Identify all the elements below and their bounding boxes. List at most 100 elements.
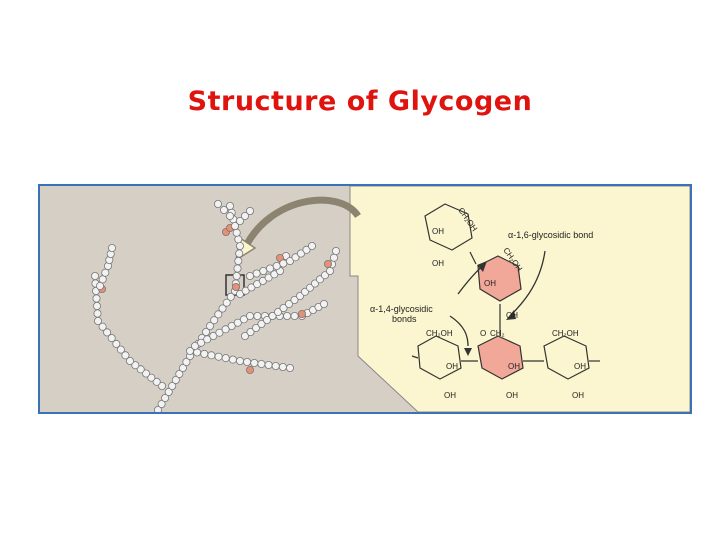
glucose-residue: [310, 279, 319, 288]
glucose-residue: [94, 316, 103, 325]
glucose-residue: [171, 375, 180, 384]
oh-bottom-3a: OH: [574, 362, 586, 371]
glycogen-diagram: α-1,6-glycosidic bond α-1,4-glycosidic b…: [91, 186, 690, 412]
glucose-residue: [307, 242, 316, 251]
glycogen-figure: α-1,6-glycosidic bond α-1,4-glycosidic b…: [38, 184, 692, 414]
oh-bottom-1a: OH: [446, 362, 458, 371]
glucose-residue: [243, 357, 252, 366]
glucose-residue: [251, 323, 260, 332]
glucose-residue: [246, 327, 255, 336]
glucose-residue: [233, 264, 242, 273]
glucose-residue: [213, 199, 222, 208]
inset-panel: [349, 186, 690, 412]
glucose-residue: [218, 304, 227, 313]
ch2-bottom-2: CH₂: [490, 329, 505, 338]
glucose-residue: [232, 272, 241, 281]
glucose-residue: [207, 351, 216, 360]
glucose-residue: [232, 228, 241, 237]
glucose-residue: [219, 205, 228, 214]
callout-arrow: [241, 196, 361, 250]
glucose-residue: [197, 338, 206, 347]
glucose-residue: [245, 272, 254, 281]
molecule-diagram: [411, 203, 600, 380]
oh-bottom-3b: OH: [572, 391, 584, 400]
glucose-residue: [205, 321, 214, 330]
glucose-residue: [200, 349, 209, 358]
glucose-residue: [284, 300, 293, 309]
glucose-residue: [221, 354, 230, 363]
glucose-residue: [182, 357, 191, 366]
glucose-residue: [142, 369, 151, 378]
glucose-residue: [121, 351, 130, 360]
glucose-residue: [178, 363, 187, 372]
glucose-residue: [221, 325, 230, 334]
glucose-residue: [164, 387, 173, 396]
ring-branch: [477, 255, 522, 302]
glucose-residue: [112, 339, 121, 348]
glucose-residue: [96, 282, 105, 291]
glucose-residue: [302, 245, 311, 254]
alpha14-label-line1: α-1,4-glycosidic: [370, 304, 433, 314]
glucose-residue: [240, 211, 249, 220]
glucose-residue: [245, 312, 254, 321]
glucose-residue: [108, 244, 117, 253]
ring-bottom-3: [543, 335, 590, 380]
glucose-residue: [233, 318, 242, 327]
glucose-residue: [103, 328, 112, 337]
glucose-residue: [136, 365, 145, 374]
glucose-residue: [235, 356, 244, 365]
glucose-residue: [240, 331, 249, 340]
glucose-residue: [107, 334, 116, 343]
branch-residue: [245, 365, 254, 374]
ch2oh-bottom-1: CH₂OH: [426, 329, 453, 338]
alpha16-label: α-1,6-glycosidic bond: [508, 230, 593, 240]
glucose-residue: [147, 373, 156, 382]
branch-residue: [297, 310, 306, 319]
ring-bottom-2: [477, 335, 524, 380]
oh-bottom-2a: OH: [508, 362, 520, 371]
glucose-residue: [203, 335, 212, 344]
glucose-residue: [222, 298, 231, 307]
glucose-residue: [225, 201, 234, 210]
glucose-residue: [272, 262, 281, 271]
glucose-residue: [252, 269, 261, 278]
glucose-residue: [250, 358, 259, 367]
branch-residue: [323, 260, 332, 269]
glucose-residue: [190, 341, 199, 350]
glucose-residue: [291, 253, 300, 262]
glucose-residue: [152, 377, 161, 386]
glucose-residue: [245, 206, 254, 215]
glucose-residue: [230, 222, 239, 231]
glucose-residue: [235, 216, 244, 225]
glucose-residue: [259, 267, 268, 276]
glucose-residue: [268, 312, 277, 321]
glucose-residue: [131, 361, 140, 370]
glucose-residue: [98, 322, 107, 331]
ring-top: [424, 203, 473, 251]
glucose-residue: [262, 315, 271, 324]
glucose-residue: [279, 259, 288, 268]
oh-top-2: OH: [432, 259, 444, 268]
glucose-residue: [271, 361, 280, 370]
branch-residue: [231, 283, 240, 292]
glucose-residue: [91, 272, 100, 281]
glucose-residue: [320, 271, 329, 280]
alpha14-label-line2: bonds: [392, 314, 417, 324]
glucose-residue: [264, 360, 273, 369]
glucose-residue: [290, 312, 299, 321]
glucose-residue: [234, 257, 243, 266]
glucose-residue: [93, 309, 102, 318]
glucose-residue: [116, 345, 125, 354]
glucose-residue: [161, 393, 170, 402]
glucose-residue: [101, 268, 110, 277]
glucose-residue: [290, 296, 299, 305]
glucose-residue: [234, 235, 243, 244]
glucose-residue: [296, 249, 305, 258]
glucose-residue: [158, 381, 167, 390]
glucose-residue: [154, 406, 162, 412]
oh-top-1: OH: [432, 227, 444, 236]
glucose-residue: [126, 356, 135, 365]
glucose-residue: [285, 363, 294, 372]
glucose-residue: [331, 247, 340, 256]
glycogen-chains: [91, 199, 340, 412]
